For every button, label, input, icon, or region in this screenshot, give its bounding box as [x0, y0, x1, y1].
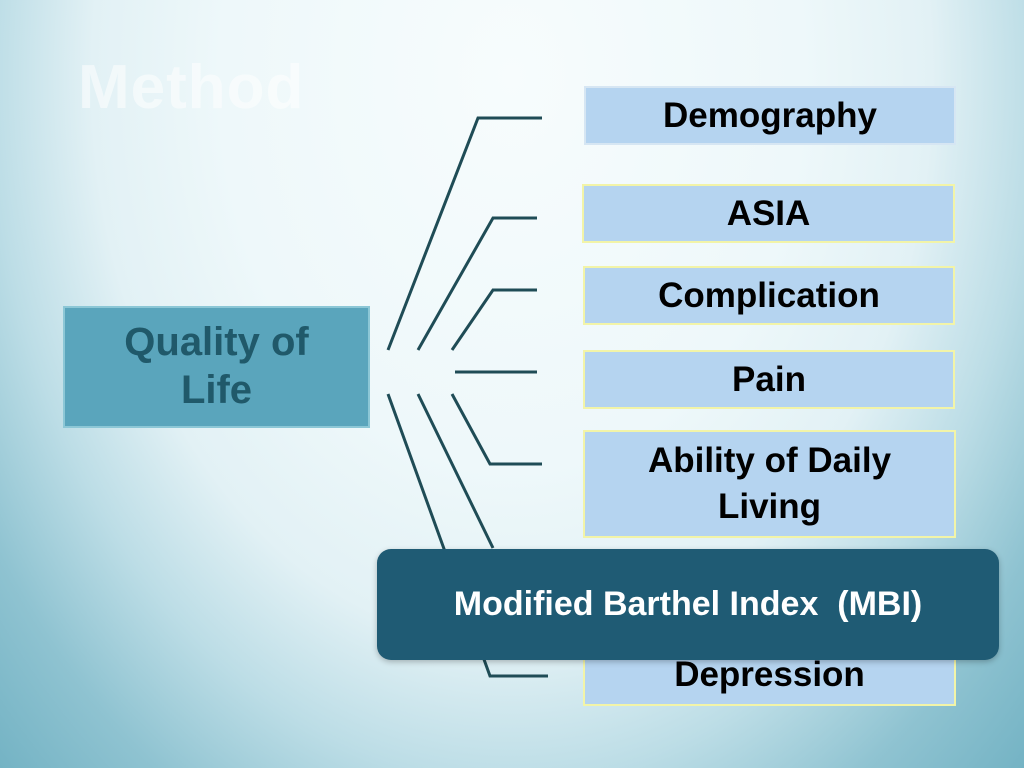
- slide-title: Method: [78, 53, 305, 122]
- center-node-label-line1: Quality of: [124, 320, 309, 364]
- center-node-label-line2: Life: [180, 368, 253, 412]
- node-pain: Pain: [583, 350, 955, 409]
- node-demography: Demography: [584, 86, 956, 145]
- node-label: Complication: [658, 275, 880, 315]
- connector-asia: [416, 216, 537, 351]
- connector-adl: [450, 393, 542, 466]
- node-label: Depression: [674, 655, 865, 694]
- node-complication: Complication: [583, 266, 955, 325]
- callout-label: Modified Barthel Index (MBI): [453, 585, 923, 623]
- connector-depression: [386, 393, 548, 678]
- connector-demography: [386, 116, 542, 351]
- callout-mbi: Modified Barthel Index (MBI): [377, 549, 999, 660]
- center-node-quality-of-life: Quality of Life: [63, 306, 370, 428]
- node-label-line1: Ability of Daily: [647, 441, 892, 480]
- node-label: ASIA: [726, 193, 811, 233]
- node-ability-of-daily-living: Ability of Daily Living: [583, 430, 956, 538]
- connector-complication: [450, 288, 537, 351]
- node-label: Demography: [663, 95, 877, 135]
- connector-hidden: [416, 393, 495, 549]
- node-label: Pain: [732, 359, 806, 399]
- node-label-line2: Living: [717, 487, 822, 526]
- node-asia: ASIA: [582, 184, 955, 243]
